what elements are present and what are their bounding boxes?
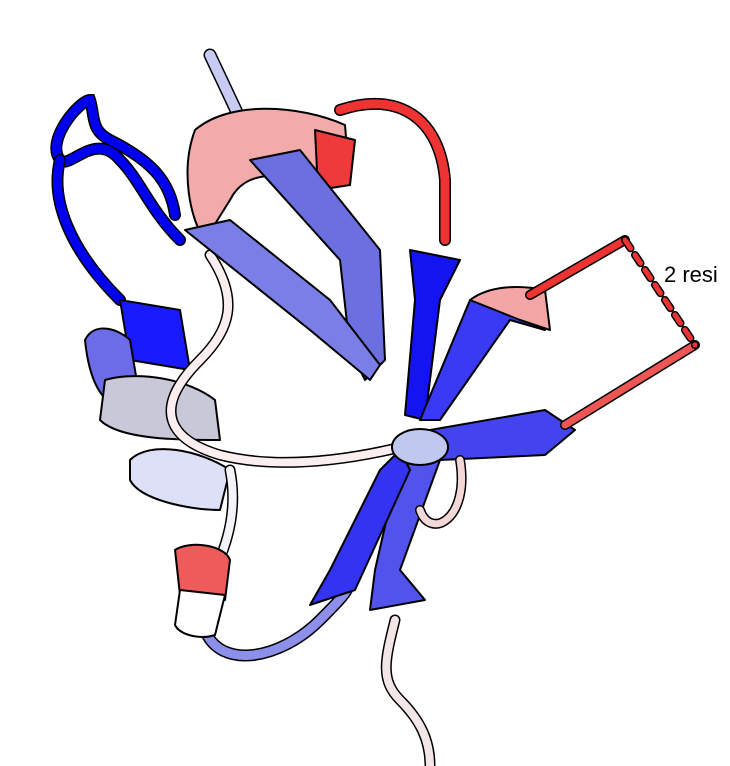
helix-left [84, 299, 231, 511]
blue-loop [50, 93, 186, 306]
coil-crossing [165, 249, 416, 662]
coil-junction [391, 428, 449, 466]
helix-bottom [174, 543, 231, 638]
missing-residues-label: 2 resi [664, 262, 718, 287]
beta-sheet [184, 149, 576, 611]
c-terminal-coil [380, 614, 436, 766]
missing-segment [415, 235, 700, 529]
